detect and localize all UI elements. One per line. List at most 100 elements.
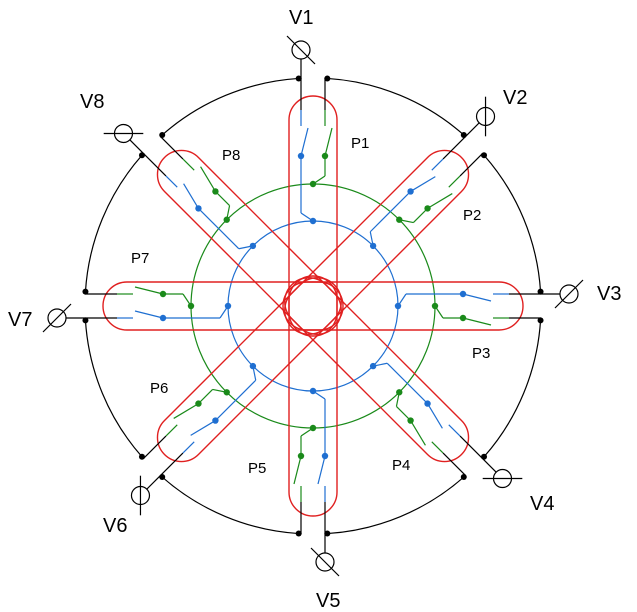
outer-ring-arc xyxy=(161,77,299,136)
switch-layer xyxy=(85,78,541,534)
outer-ring-arc xyxy=(483,320,542,458)
switch-blade xyxy=(427,193,453,209)
switch-blade xyxy=(317,455,326,485)
path-outline-7 xyxy=(102,281,344,331)
path-label-p1: P1 xyxy=(351,135,369,152)
switch-node xyxy=(309,217,317,225)
path-outline-4 xyxy=(284,277,470,463)
switch-wire xyxy=(431,441,444,454)
junction-dot xyxy=(460,474,467,481)
switch-node xyxy=(249,362,257,370)
path-outline-layer xyxy=(102,95,524,517)
port-slash xyxy=(42,303,72,333)
outer-ring-arc xyxy=(161,476,299,535)
switch-wire xyxy=(431,158,444,171)
port-slash xyxy=(310,547,340,577)
path-label-p6: P6 xyxy=(150,380,168,397)
switch-wire xyxy=(198,389,214,405)
port-label-v1: V1 xyxy=(289,7,313,29)
junction-dot xyxy=(159,131,166,138)
port-lead xyxy=(459,152,484,177)
switch-wire xyxy=(198,207,240,250)
switch-wire xyxy=(448,424,461,437)
switch-wire xyxy=(448,175,461,188)
path-outline-3 xyxy=(282,281,524,331)
switch-node xyxy=(424,400,431,407)
port-label-v3: V3 xyxy=(597,283,621,305)
path-outline-shape xyxy=(156,277,342,463)
switch-node xyxy=(187,302,195,310)
junction-dot xyxy=(460,131,467,138)
switch-node xyxy=(212,417,219,424)
switch-blade xyxy=(134,310,164,319)
outer-ring-arc xyxy=(327,476,465,535)
junction-dot xyxy=(324,530,331,537)
port-lead xyxy=(159,135,184,160)
switch-wire xyxy=(165,175,178,188)
switch-wire xyxy=(369,191,412,233)
path-outline-shape xyxy=(102,281,344,331)
switch-blade xyxy=(427,403,443,429)
switch-wire xyxy=(386,362,428,405)
path-outline-shape xyxy=(288,95,338,337)
port-lead xyxy=(142,152,167,177)
junction-dot xyxy=(159,474,166,481)
switch-node xyxy=(369,362,377,370)
junction-dot xyxy=(295,75,302,82)
switch-node xyxy=(224,302,232,310)
switch-node xyxy=(394,302,402,310)
port-label-v4: V4 xyxy=(530,493,554,515)
switch-blade xyxy=(462,317,492,326)
junction-dot xyxy=(324,75,331,82)
switch-blade xyxy=(410,420,426,446)
outer-ring-arc xyxy=(483,154,542,292)
switch-blade xyxy=(134,286,164,295)
junction-dot xyxy=(82,288,89,295)
path-outline-6 xyxy=(156,277,342,463)
switch-blade xyxy=(190,420,216,436)
switch-wire xyxy=(182,441,195,454)
junction-dot xyxy=(138,152,145,159)
path-label-p2: P2 xyxy=(463,207,481,224)
port-lead xyxy=(442,135,467,160)
switch-wire xyxy=(214,191,230,207)
path-outline-shape xyxy=(284,277,470,463)
port-label-v8: V8 xyxy=(80,91,104,113)
junction-dot xyxy=(82,317,89,324)
path-label-p8: P8 xyxy=(222,147,240,164)
path-label-p3: P3 xyxy=(472,345,490,362)
switch-wire xyxy=(214,379,257,421)
switch-blade xyxy=(173,403,199,419)
junction-dot xyxy=(295,530,302,537)
switch-node xyxy=(396,389,403,396)
switch-wire xyxy=(412,207,428,223)
switch-node xyxy=(396,216,403,223)
switch-node xyxy=(431,302,439,310)
path-label-p5: P5 xyxy=(248,460,266,477)
port-label-v7: V7 xyxy=(8,309,32,331)
path-label-p4: P4 xyxy=(392,457,410,474)
switch-blade xyxy=(300,127,309,157)
switch-wire xyxy=(182,158,195,171)
port-lead xyxy=(142,435,167,460)
path-outline-2 xyxy=(284,149,470,335)
path-outline-shape xyxy=(156,149,342,335)
switch-blade xyxy=(183,183,199,209)
switch-blade xyxy=(293,455,302,485)
junction-dot xyxy=(537,288,544,295)
switch-node xyxy=(407,417,414,424)
switch-node xyxy=(249,242,257,250)
port-label-v6: V6 xyxy=(103,515,127,537)
port-label-v2: V2 xyxy=(503,87,527,109)
switch-node xyxy=(309,180,317,188)
switch-wire xyxy=(165,424,178,437)
outer-ring-layer xyxy=(82,75,544,537)
port-lead xyxy=(459,435,484,460)
switch-wire xyxy=(396,405,412,421)
junction-dot xyxy=(138,453,145,460)
outer-ring-arc xyxy=(327,77,465,136)
port-slash xyxy=(554,279,584,309)
junction-dot xyxy=(481,152,488,159)
switch-node xyxy=(309,424,317,432)
